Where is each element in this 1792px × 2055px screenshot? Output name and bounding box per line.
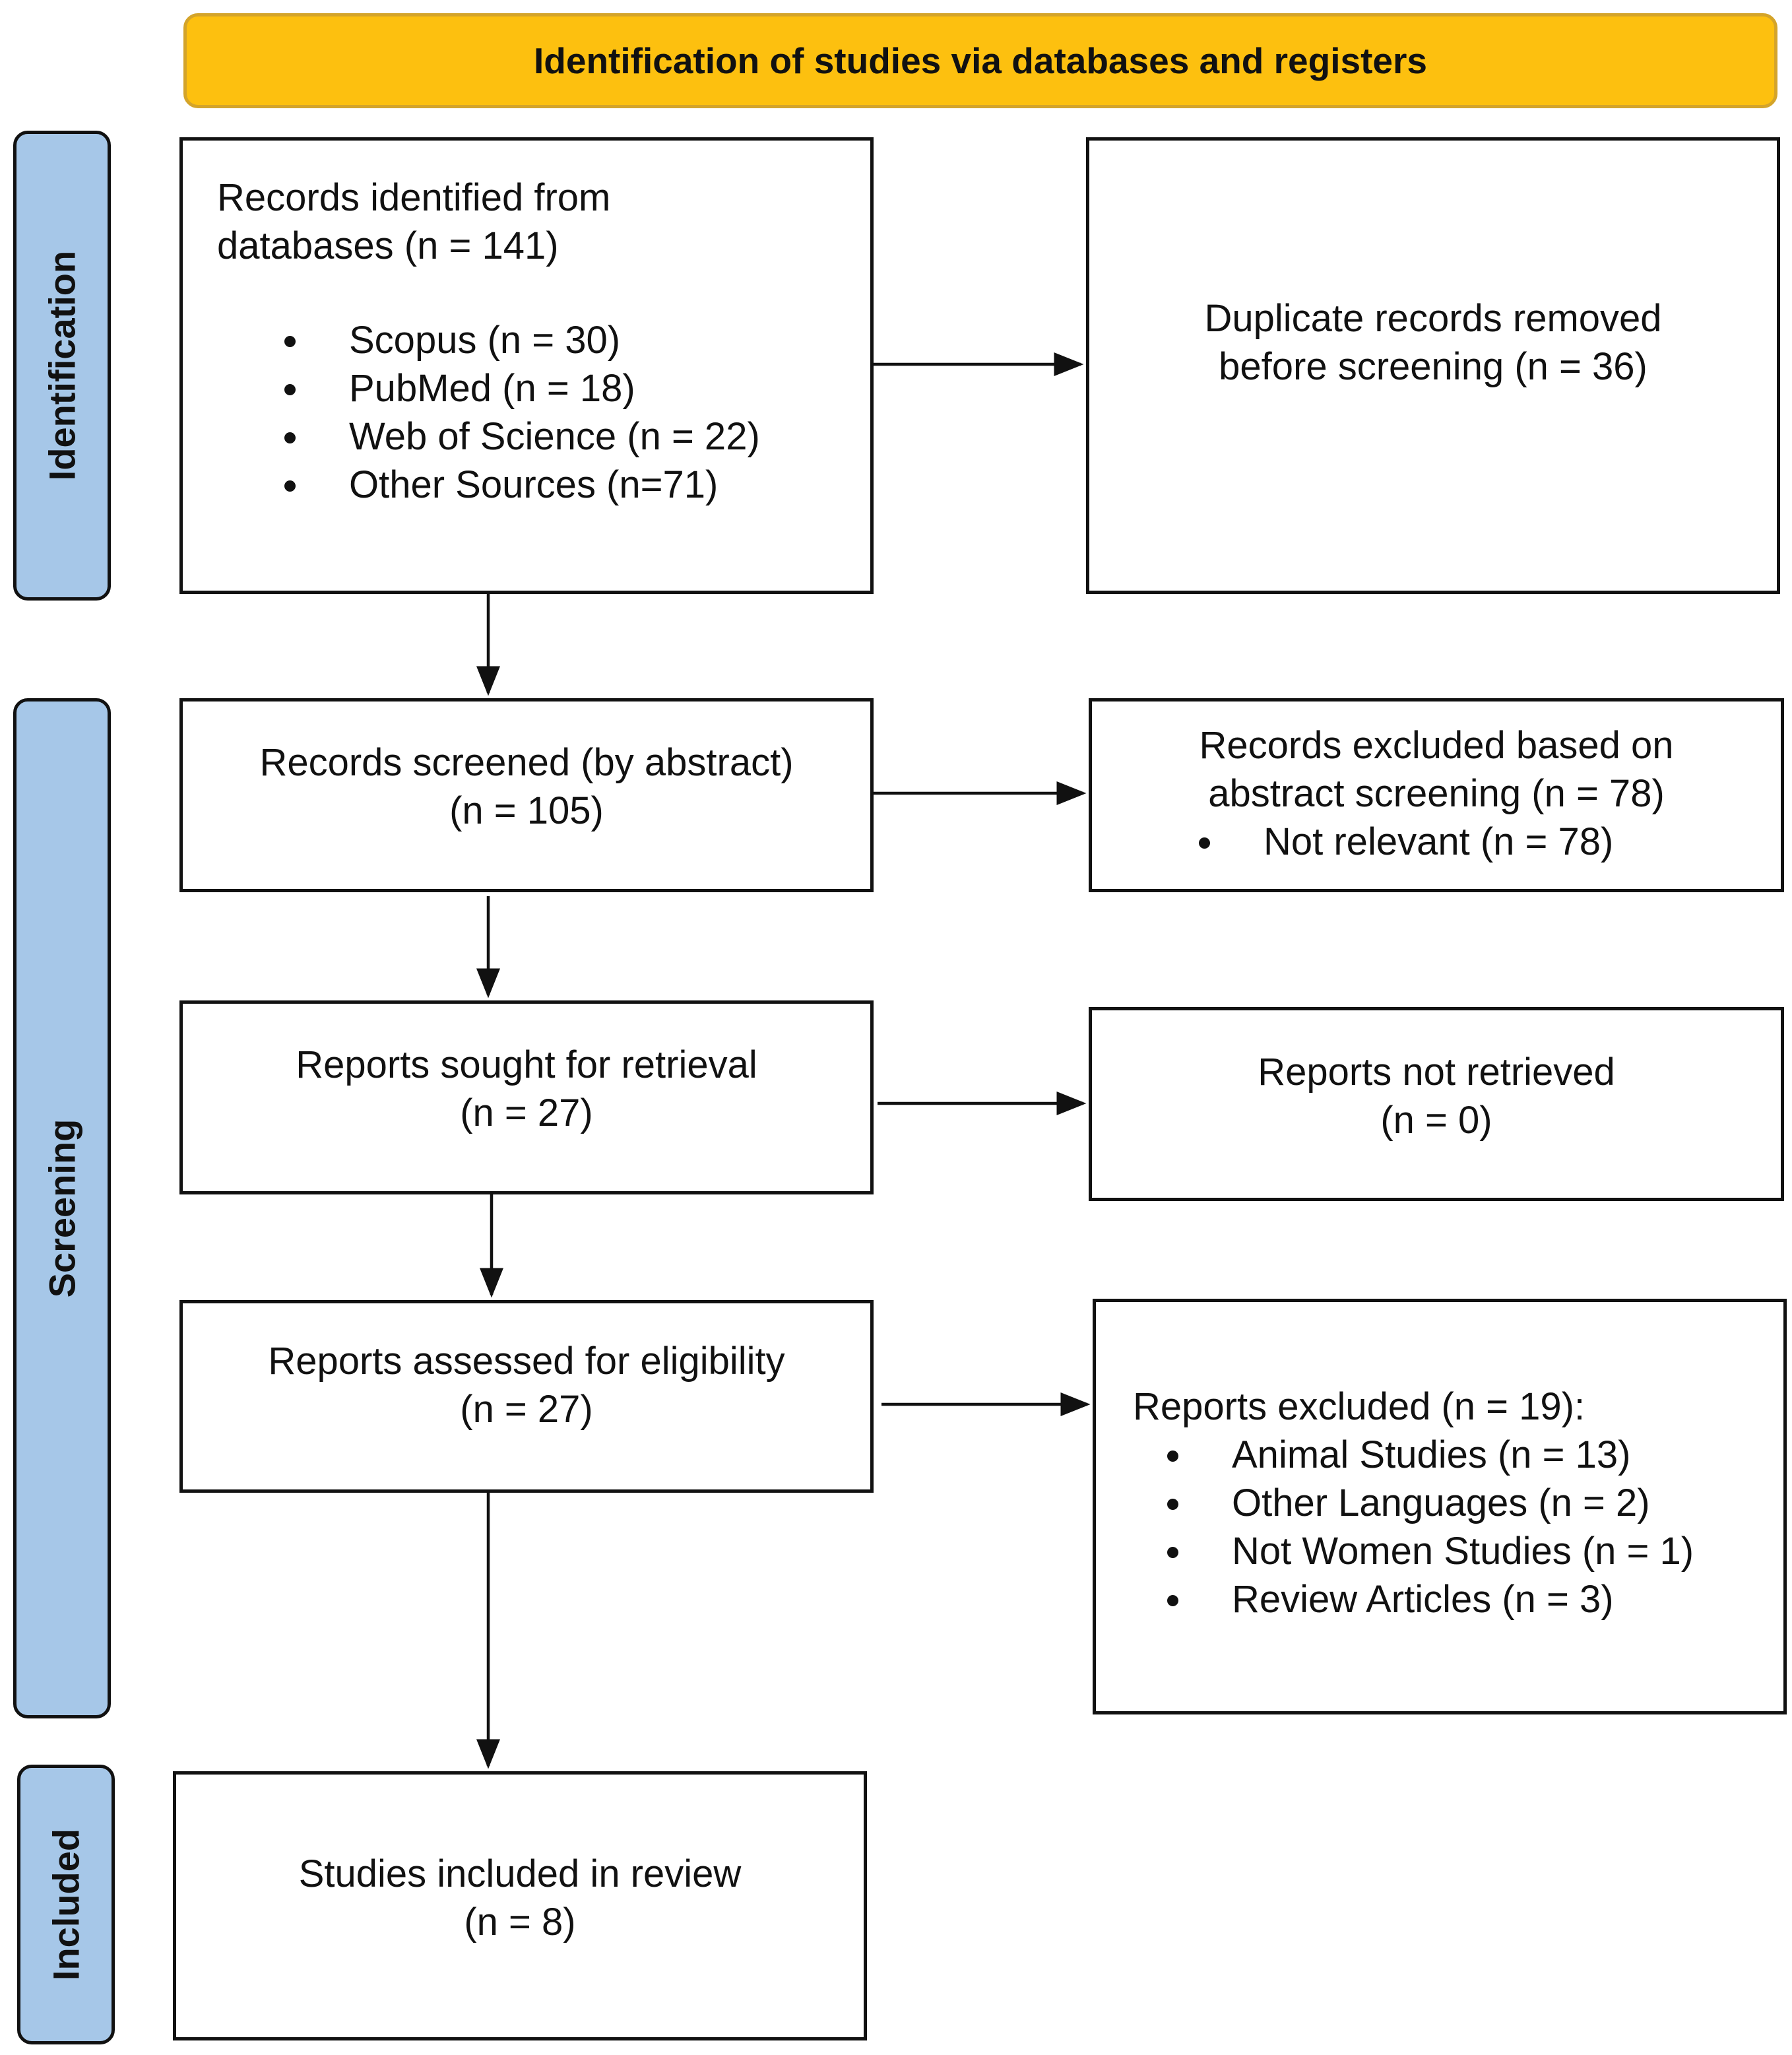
header-title: Identification of studies via databases … [534, 40, 1427, 81]
exclusion-reason-list: Not relevant (n = 78) [1199, 818, 1781, 866]
studies-included-box: Studies included in review (n = 8) [173, 1771, 867, 2040]
records-screened-box: Records screened (by abstract) (n = 105) [179, 698, 874, 892]
studies-included-text: Studies included in review (n = 8) [298, 1852, 742, 1943]
identification-header: Identification of studies via databases … [183, 13, 1777, 108]
stage-identification: Identification [13, 131, 111, 601]
list-item: Other Languages (n = 2) [1167, 1479, 1783, 1527]
stage-screening: Screening [13, 698, 111, 1718]
database-list: Scopus (n = 30) PubMed (n = 18) Web of S… [284, 316, 870, 509]
stage-included: Included [17, 1765, 115, 2044]
reports-not-retrieved-box: Reports not retrieved (n = 0) [1089, 1007, 1784, 1201]
list-item: PubMed (n = 18) [284, 364, 870, 412]
reports-not-retrieved-text: Reports not retrieved (n = 0) [1258, 1051, 1615, 1142]
duplicates-removed-text: Duplicate records removed before screeni… [1204, 297, 1662, 388]
list-item: Not Women Studies (n = 1) [1167, 1527, 1783, 1575]
reports-assessed-text: Reports assessed for eligibility (n = 27… [268, 1340, 785, 1431]
records-identified-box: Records identified from databases (n = 1… [179, 137, 874, 594]
reports-excluded-box: Reports excluded (n = 19): Animal Studie… [1093, 1299, 1787, 1714]
reports-sought-box: Reports sought for retrieval (n = 27) [179, 1000, 874, 1194]
reports-excluded-text: Reports excluded (n = 19): [1133, 1385, 1585, 1428]
list-item: Web of Science (n = 22) [284, 412, 870, 461]
exclusion-reason-list: Animal Studies (n = 13) Other Languages … [1167, 1431, 1783, 1623]
list-item: Review Articles (n = 3) [1167, 1575, 1783, 1623]
reports-sought-text: Reports sought for retrieval (n = 27) [296, 1043, 757, 1134]
records-excluded-text: Records excluded based on abstract scree… [1199, 724, 1674, 815]
duplicates-removed-box: Duplicate records removed before screeni… [1086, 137, 1780, 594]
records-screened-text: Records screened (by abstract) (n = 105) [259, 741, 794, 832]
reports-assessed-box: Reports assessed for eligibility (n = 27… [179, 1300, 874, 1493]
records-excluded-box: Records excluded based on abstract scree… [1089, 698, 1784, 892]
list-item: Scopus (n = 30) [284, 316, 870, 364]
list-item: Not relevant (n = 78) [1199, 818, 1781, 866]
records-identified-text: Records identified from databases (n = 1… [217, 176, 611, 267]
list-item: Animal Studies (n = 13) [1167, 1431, 1783, 1479]
list-item: Other Sources (n=71) [284, 461, 870, 509]
